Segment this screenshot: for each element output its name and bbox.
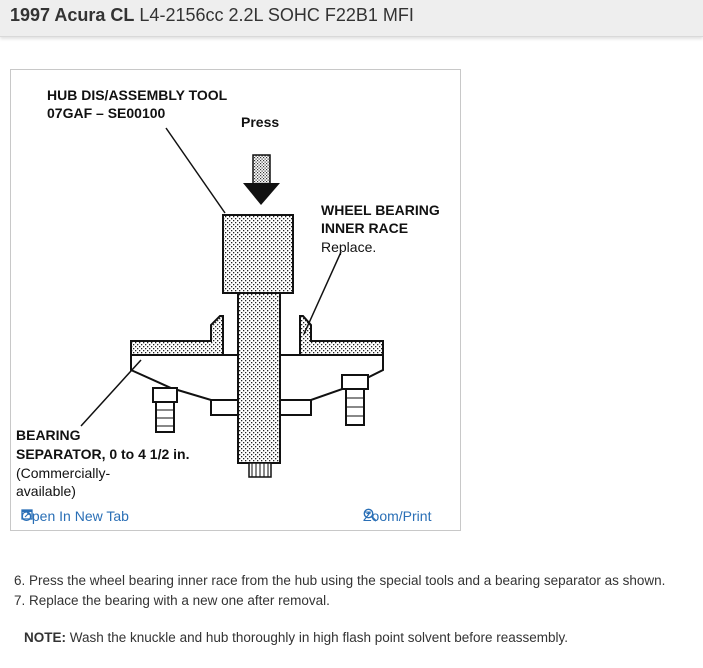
figure-footer: Open In New Tab Zoom/Print bbox=[11, 504, 460, 530]
zoom-print-label: Zoom/Print bbox=[363, 508, 432, 524]
open-new-tab-label: Open In New Tab bbox=[21, 508, 129, 524]
tool-leader bbox=[165, 127, 226, 214]
note-text: Wash the knuckle and hub thoroughly in h… bbox=[69, 630, 569, 645]
separator-label-3: (Commercially- bbox=[16, 465, 111, 481]
race-leader bbox=[303, 251, 342, 335]
tool-label-2: 07GAF – SE00100 bbox=[47, 105, 166, 121]
new-tab-icon bbox=[21, 509, 33, 520]
open-new-tab-link[interactable]: Open In New Tab bbox=[21, 508, 129, 524]
separator-label-4: available) bbox=[16, 483, 76, 499]
press-label: Press bbox=[241, 114, 280, 130]
engine-spec: L4-2156cc 2.2L SOHC F22B1 MFI bbox=[139, 5, 414, 25]
tool-shaft bbox=[237, 292, 281, 464]
tool-label-1: HUB DIS/ASSEMBLY TOOL bbox=[47, 87, 228, 103]
hub-left bbox=[130, 292, 239, 433]
separator-label-1: BEARING bbox=[16, 427, 81, 443]
race-label-1: WHEEL BEARING bbox=[321, 202, 440, 218]
page-header: 1997 Acura CL L4-2156cc 2.2L SOHC F22B1 … bbox=[0, 0, 703, 37]
zoom-print-link[interactable]: Zoom/Print bbox=[363, 508, 431, 524]
race-label-2: INNER RACE bbox=[321, 220, 409, 236]
threaded-tip bbox=[248, 462, 272, 478]
hub-diagram bbox=[80, 127, 384, 478]
tool-head bbox=[222, 214, 294, 294]
procedure-steps: 6. Press the wheel bearing inner race fr… bbox=[14, 571, 665, 611]
zoom-icon bbox=[363, 508, 377, 522]
note-block: NOTE: Wash the knuckle and hub thoroughl… bbox=[24, 630, 568, 645]
hub-right bbox=[280, 315, 384, 426]
race-label-3: Replace. bbox=[321, 239, 377, 255]
step-6: 6. Press the wheel bearing inner race fr… bbox=[14, 573, 666, 588]
step-7: 7. Replace the bearing with a new one af… bbox=[14, 593, 330, 608]
press-arrow bbox=[243, 154, 280, 205]
note-label: NOTE: bbox=[24, 630, 66, 645]
separator-leader bbox=[80, 359, 142, 427]
vehicle-title: 1997 Acura CL bbox=[10, 5, 135, 25]
separator-label-2: SEPARATOR, 0 to 4 1/2 in. bbox=[16, 446, 190, 462]
figure-container: HUB DIS/ASSEMBLY TOOL 07GAF – SE00100 Pr… bbox=[10, 69, 461, 531]
